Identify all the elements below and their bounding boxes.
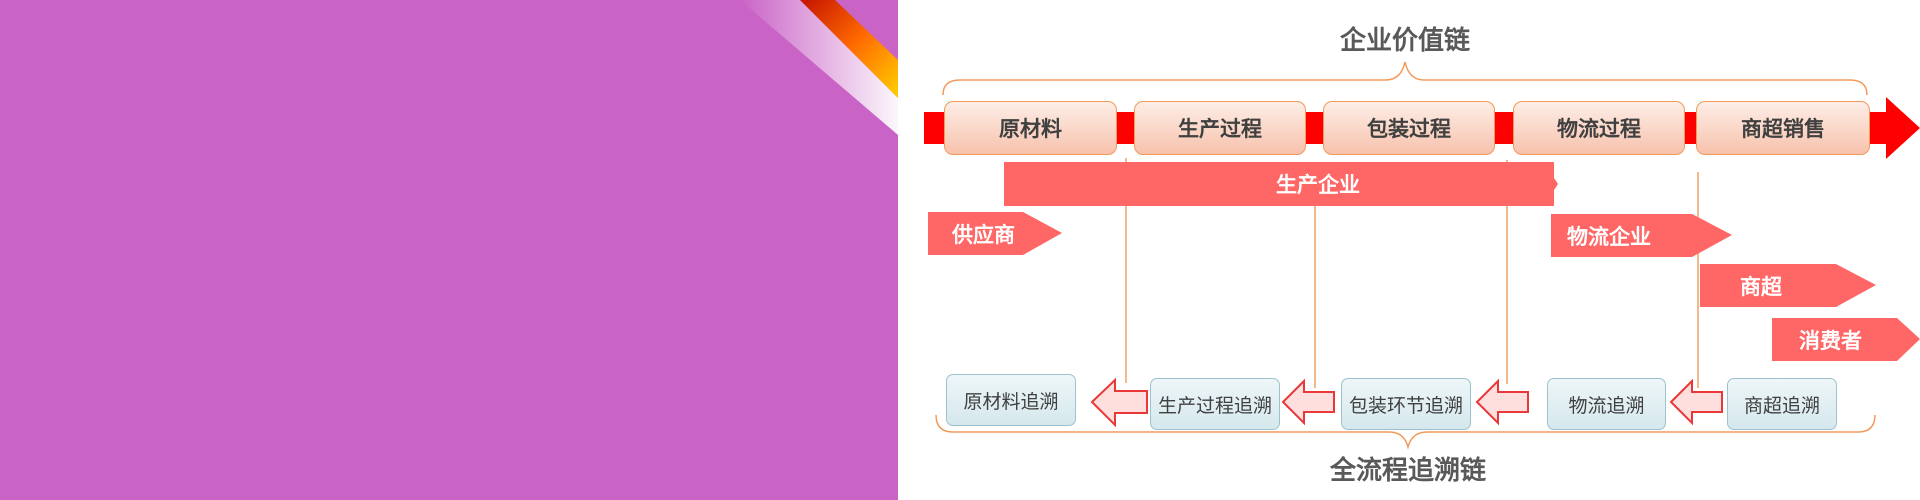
- trace-arrow-left: [1281, 378, 1335, 426]
- consumer-arrow: [1772, 318, 1920, 361]
- bottom-brace: [935, 414, 1876, 450]
- trace-packaging: 包装环节追溯: [1341, 378, 1471, 430]
- supplier-label: 供应商: [952, 222, 1015, 247]
- manufacturer-arrow: [1554, 162, 1920, 206]
- supermarket-arrow: [1700, 264, 1876, 307]
- supermarket-label: 商超: [1740, 274, 1782, 299]
- stage-packaging: 包装过程: [1323, 101, 1495, 155]
- trace-arrow-left: [1669, 378, 1723, 426]
- stage-retail-sales: 商超销售: [1696, 101, 1870, 155]
- logistics-company-label: 物流企业: [1567, 224, 1651, 249]
- traceability-diagram: 企业价值链 原材料 生产过程 包装过程 物流过程 商超销售 生产企业 供应商: [898, 0, 1920, 500]
- logistics-arrow: [1551, 214, 1732, 257]
- consumer-label: 消费者: [1799, 328, 1862, 353]
- trace-raw-materials: 原材料追溯: [946, 374, 1076, 426]
- trace-arrow-left: [1090, 377, 1148, 428]
- trace-supermarket: 商超追溯: [1727, 378, 1837, 430]
- stage-raw-materials: 原材料: [944, 101, 1117, 155]
- stage-production: 生产过程: [1134, 101, 1306, 155]
- trace-arrow-left: [1475, 378, 1529, 426]
- manufacturer-arrow: [1004, 162, 1558, 206]
- value-chain-title: 企业价值链: [1339, 26, 1470, 56]
- top-brace: [942, 61, 1868, 96]
- supplier-arrow: [928, 212, 1062, 255]
- manufacturer-label: 生产企业: [1276, 173, 1360, 197]
- stage-logistics: 物流过程: [1513, 101, 1685, 155]
- corner-ribbon-decoration: [740, 0, 898, 135]
- trace-production: 生产过程追溯: [1150, 378, 1280, 430]
- slide-background: [0, 0, 898, 500]
- traceability-chain-title: 全流程追溯链: [1329, 456, 1486, 486]
- trace-logistics: 物流追溯: [1547, 378, 1666, 430]
